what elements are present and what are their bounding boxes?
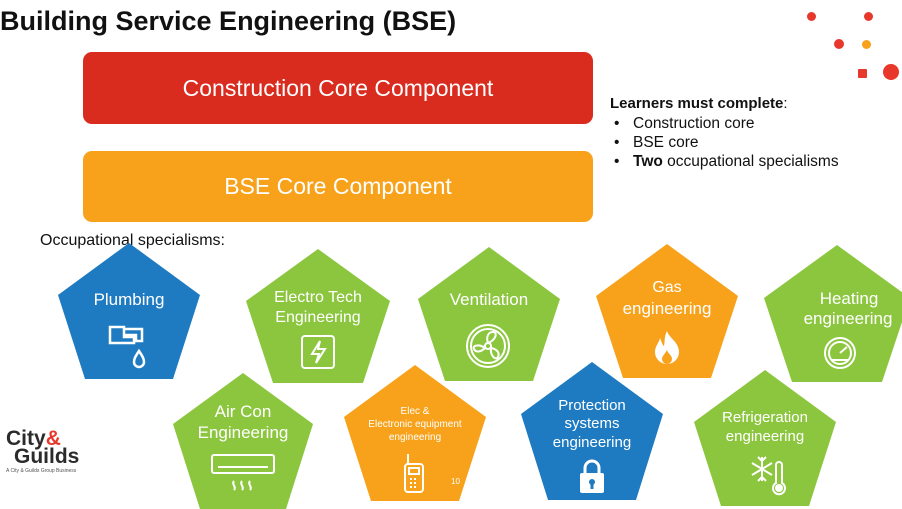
specialism-label: Electronic equipment — [368, 419, 462, 430]
lightning-panel-icon — [299, 333, 337, 376]
specialism-label: engineering — [622, 299, 712, 318]
page-title: Building Service Engineering (BSE) — [0, 6, 457, 36]
specialism-label: Air Con — [214, 402, 272, 421]
specialism-label: engineering — [803, 309, 893, 328]
air-conditioner-icon — [210, 453, 276, 502]
specialism-label: engineering — [552, 434, 632, 451]
specialism-ventilation: Ventilation — [418, 247, 560, 381]
flame-icon — [652, 330, 682, 371]
list-item: Two occupational specialisms — [610, 152, 900, 171]
page-number: 10 — [451, 477, 460, 486]
learners-list: Construction core BSE core Two occupatio… — [610, 114, 900, 171]
learners-panel: Learners must complete: Construction cor… — [610, 94, 900, 171]
specialism-label: Protection — [558, 397, 626, 414]
specialism-air-con: Air Con Engineering — [173, 373, 313, 509]
specialism-label: Electro Tech — [274, 289, 362, 306]
learners-heading: Learners must complete: — [610, 95, 788, 112]
specialism-label: Ventilation — [449, 290, 529, 309]
specialism-label: systems — [564, 415, 620, 432]
specialism-label: Plumbing — [93, 290, 165, 309]
specialism-electro-tech: Electro Tech Engineering — [246, 249, 390, 383]
list-item: BSE core — [610, 133, 900, 152]
snowflake-thermometer-icon — [748, 453, 788, 502]
specialism-label: engineering — [388, 432, 442, 443]
bse-core-banner: BSE Core Component — [83, 151, 593, 222]
specialism-label: Engineering — [197, 423, 289, 442]
radio-device-icon — [402, 452, 426, 499]
specialism-heating-engineering: Heating engineering — [764, 245, 902, 382]
padlock-icon — [578, 458, 606, 499]
specialism-label: Gas — [652, 279, 682, 296]
specialism-plumbing: Plumbing — [58, 243, 200, 379]
specialism-gas-engineering: Gas engineering — [596, 244, 738, 378]
specialisms-label: Occupational specialisms: — [40, 232, 225, 249]
specialism-label: Elec & — [400, 406, 430, 417]
specialism-label: Refrigeration — [722, 409, 808, 426]
construction-core-banner: Construction Core Component — [83, 52, 593, 124]
specialism-elec-electronic: Elec & Electronic equipment engineering — [344, 365, 486, 501]
specialism-label: Heating — [819, 289, 879, 308]
specialism-label: engineering — [725, 428, 805, 445]
gauge-icon — [822, 335, 858, 376]
pipe-tap-icon — [104, 321, 154, 376]
fan-icon — [464, 322, 512, 375]
list-item: Construction core — [610, 114, 900, 133]
city-guilds-logo: City& Guilds A City & Guilds Group Busin… — [6, 427, 80, 474]
specialism-protection-systems: Protection systems engineering — [521, 362, 663, 500]
specialism-refrigeration: Refrigeration engineering — [694, 370, 836, 506]
specialism-label: Engineering — [275, 309, 361, 326]
